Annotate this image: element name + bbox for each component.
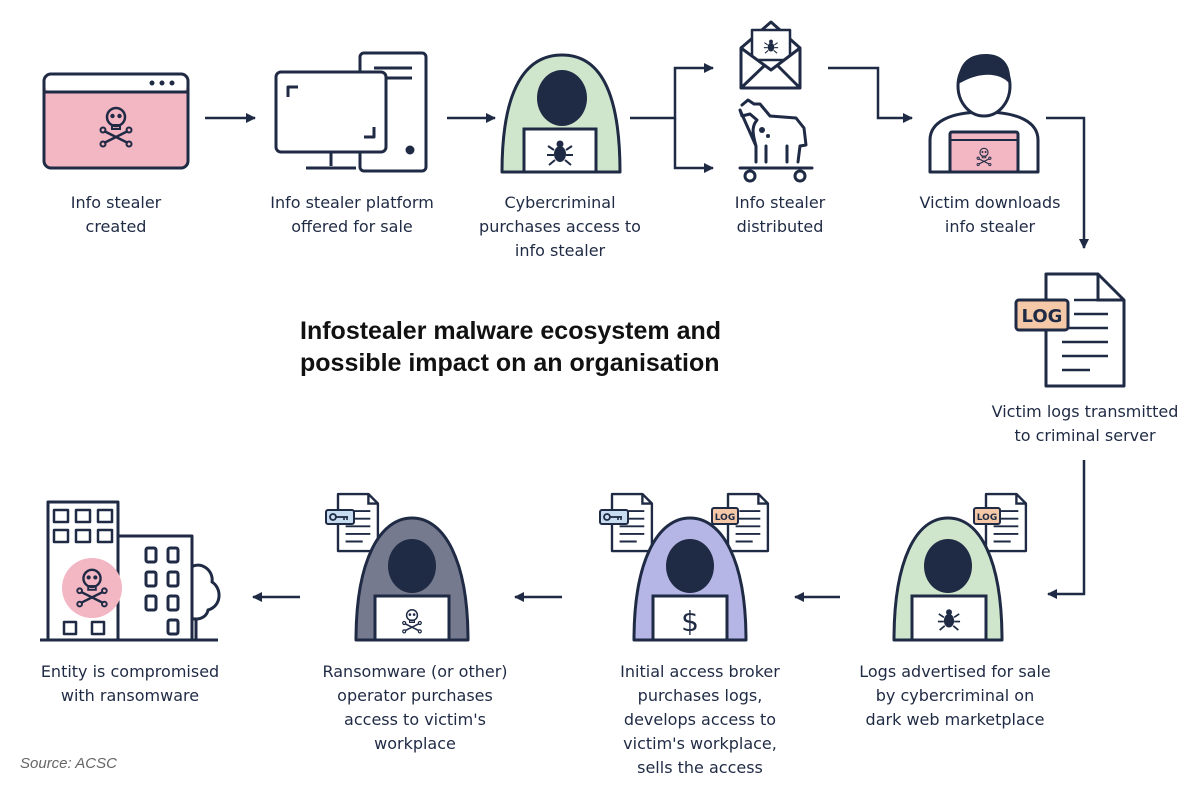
- computer-icon: [274, 51, 428, 173]
- buildings-icon: [40, 500, 221, 642]
- caption-platform-offered: Info stealer platform offered for sale: [270, 193, 434, 236]
- arrow-4: [828, 66, 913, 123]
- log-badge: LOG: [977, 513, 997, 523]
- browser-window-icon: [42, 72, 190, 170]
- key-icon: [325, 509, 355, 525]
- arrow-split: [630, 63, 714, 120]
- source-credit: Source: ACSC: [20, 755, 117, 772]
- caption-victim-downloads: Victim downloads info stealer: [919, 193, 1061, 236]
- trojan-horse-icon: [738, 98, 814, 183]
- caption-logs-advertised: Logs advertised for sale by cybercrimina…: [859, 662, 1051, 729]
- flow-arrows: [205, 63, 1089, 602]
- victim-icon: [928, 54, 1040, 174]
- hacker-icon: LOG: [892, 492, 1028, 642]
- caption-info-stealer-created: Info stealer created: [70, 193, 162, 236]
- dollar-icon: $: [681, 605, 699, 638]
- title-line-2: possible impact on an organisation: [300, 349, 720, 377]
- email-icon: [739, 20, 802, 90]
- caption-entity-compromised: Entity is compromised with ransomware: [40, 662, 220, 705]
- arrow-5: [1046, 116, 1089, 249]
- log-badge: LOG: [1022, 306, 1063, 327]
- log-document-icon: LOG: [1014, 272, 1126, 388]
- title-line-1: Infostealer malware ecosystem and: [300, 317, 722, 345]
- broker-icon: LOG $: [599, 492, 770, 642]
- diagram-title: Infostealer malware ecosystem and possib…: [300, 315, 721, 379]
- caption-access-broker: Initial access broker purchases logs, de…: [620, 662, 780, 777]
- log-badge: LOG: [715, 513, 735, 523]
- ransomware-operator-icon: [325, 492, 470, 642]
- caption-cybercriminal-purchases: Cybercriminal purchases access to info s…: [479, 193, 641, 260]
- key-icon: [599, 509, 629, 525]
- arrow-6: [1047, 460, 1086, 599]
- hacker-icon: [500, 53, 622, 174]
- caption-logs-transmitted: Victim logs transmitted to criminal serv…: [991, 402, 1179, 445]
- caption-ransomware-operator: Ransomware (or other) operator purchases…: [322, 662, 508, 753]
- caption-info-stealer-distributed: Info stealer distributed: [734, 193, 826, 236]
